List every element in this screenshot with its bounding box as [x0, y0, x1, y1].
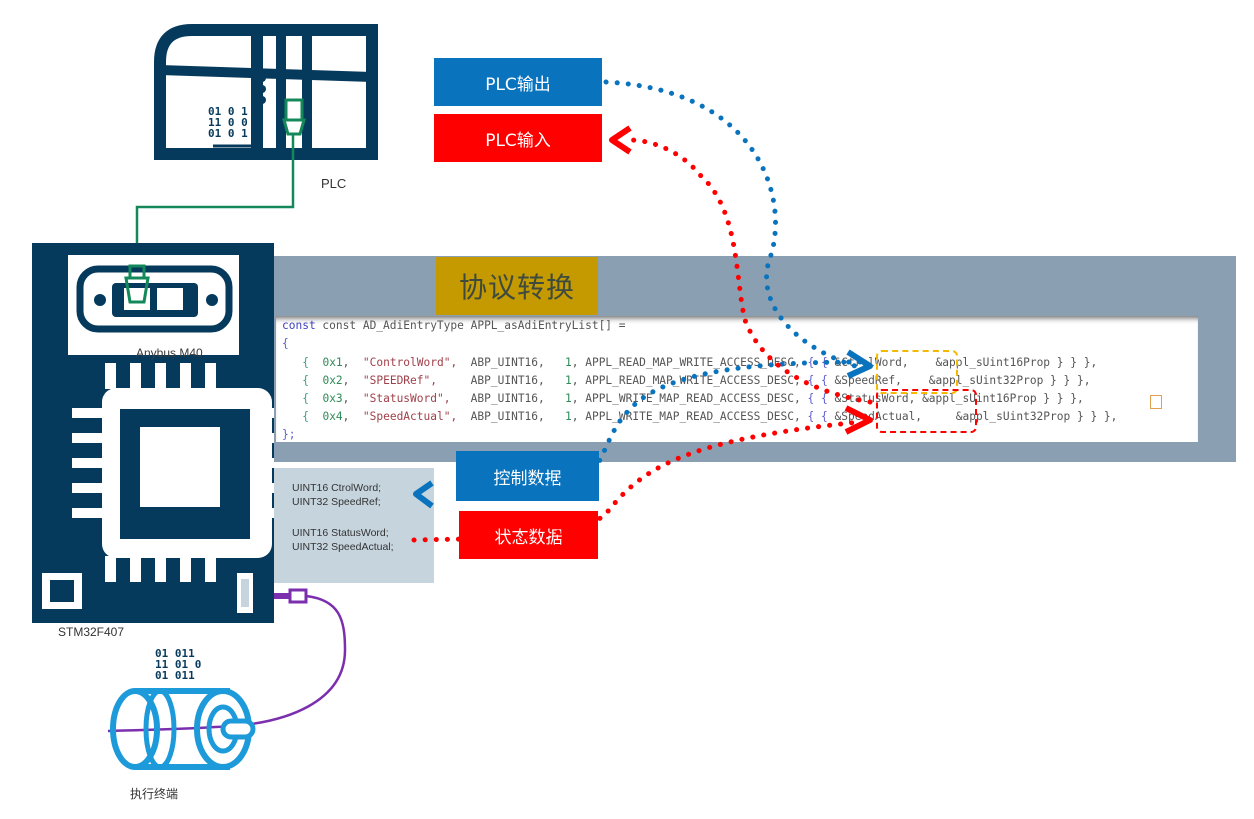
binary-line: 01 011: [155, 647, 195, 660]
variable-line: UINT32 SpeedRef;: [292, 496, 381, 508]
arrow-head-blue: [846, 349, 873, 379]
actuator-binary-text: 01 011 11 01 0 01 011: [155, 648, 201, 681]
code-row: { 0x4, "SpeedActual", ABP_UINT16, 1, APP…: [302, 410, 1118, 423]
variable-line: UINT16 StatusWord;: [292, 527, 389, 539]
code-panel: const const AD_AdiEntryType APPL_asAdiEn…: [276, 316, 1198, 442]
mcu-label: STM32F407: [58, 625, 125, 639]
plc-device-icon: [154, 24, 378, 160]
plc-output-label: PLC输出: [434, 58, 602, 106]
arrow-head-blue-left: [413, 480, 434, 509]
plc-input-flow: [627, 137, 873, 405]
binary-line: 01 011: [155, 669, 195, 682]
code-row: { 0x3, "StatusWord", ABP_UINT16, 1, APPL…: [302, 392, 1084, 405]
motor-icon: [110, 688, 256, 770]
binary-line: 01 0 1: [208, 127, 248, 140]
anybus-label: Anybus M40: [136, 346, 203, 360]
status-var-highlight: [876, 389, 977, 433]
plc-output-flow: [603, 79, 858, 369]
control-data-flow: [452, 359, 863, 497]
control-var-highlight: [876, 350, 958, 394]
binary-line: 11 0 0: [208, 116, 248, 129]
arrow-head-red-left: [609, 125, 632, 155]
variables-panel: UINT16 CtrolWord; UINT32 SpeedRef; UINT1…: [274, 468, 434, 583]
status-data-label: 状态数据: [459, 511, 598, 559]
cursor-marker: [1150, 395, 1162, 409]
code-open-brace: {: [282, 337, 289, 350]
plc-binary-text: 01 0 1 11 0 0 01 0 1: [208, 106, 248, 139]
binary-line: 11 01 0: [155, 658, 202, 671]
conversion-title: 协议转换: [436, 257, 598, 315]
variable-line: UINT32 SpeedActual;: [292, 541, 394, 553]
plc-input-label: PLC输入: [434, 114, 602, 162]
binary-line: 01 0 1: [208, 105, 248, 118]
mcu-board-icon: [32, 243, 274, 623]
code-header: const const AD_AdiEntryType APPL_asAdiEn…: [282, 319, 626, 332]
code-header-text: const AD_AdiEntryType APPL_asAdiEntryLis…: [322, 319, 626, 332]
arrow-head-red: [844, 405, 873, 435]
control-data-label: 控制数据: [456, 451, 599, 501]
status-data-flow: [411, 419, 863, 543]
ethernet-plug-icon: [124, 264, 150, 304]
variable-line: UINT16 CtrolWord;: [292, 482, 382, 494]
code-close: };: [282, 428, 296, 441]
plc-label: PLC: [321, 176, 347, 191]
actuator-label: 执行终端: [130, 787, 179, 801]
